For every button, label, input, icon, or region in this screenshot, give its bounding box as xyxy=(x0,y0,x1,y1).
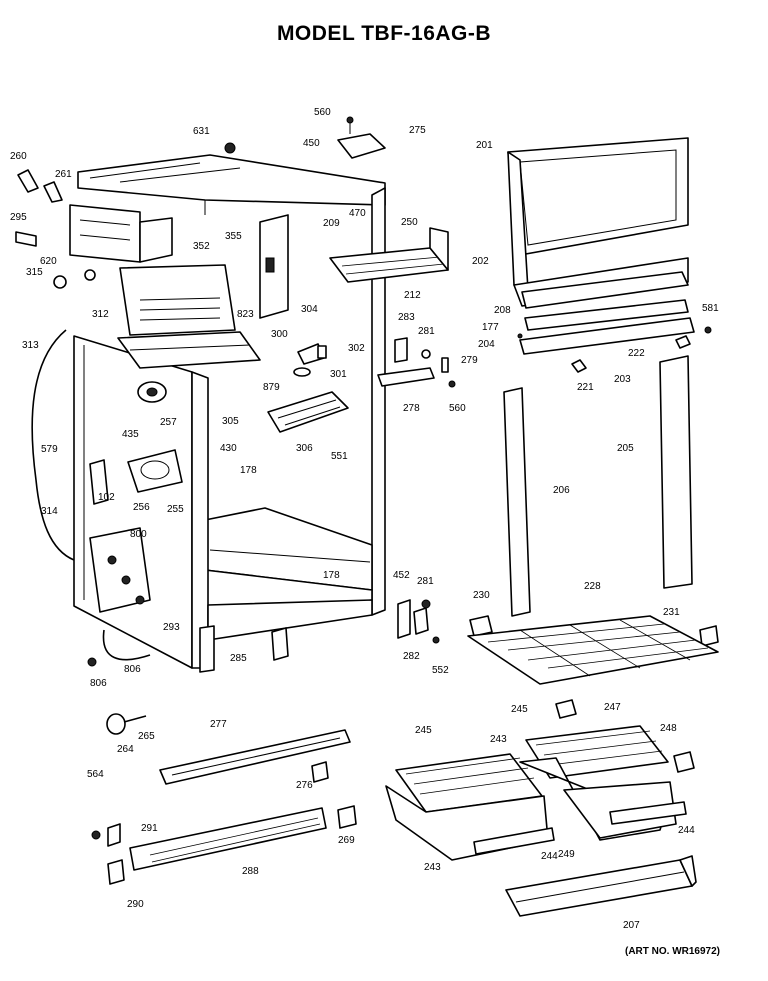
part-callout-551: 551 xyxy=(331,451,348,462)
part-callout-304: 304 xyxy=(301,304,318,315)
part-callout-560: 560 xyxy=(449,403,466,414)
part-callout-285: 285 xyxy=(230,653,247,664)
part-callout-823: 823 xyxy=(237,309,254,320)
part-callout-306: 306 xyxy=(296,443,313,454)
part-callout-288: 288 xyxy=(242,866,259,877)
part-callout-249: 249 xyxy=(558,849,575,860)
part-callout-207: 207 xyxy=(623,920,640,931)
part-callout-202: 202 xyxy=(472,256,489,267)
top-hardware xyxy=(15,116,386,289)
art-number: (ART NO. WR16972) xyxy=(624,946,720,957)
callout-labels: 560 631 450 275 201 260 261 295 470 209 250 355 352 6… xyxy=(10,107,719,931)
part-callout-581: 581 xyxy=(702,303,719,314)
part-callout-244: 244 xyxy=(541,851,558,862)
part-callout-290: 290 xyxy=(127,899,144,910)
part-callout-879: 879 xyxy=(263,382,280,393)
part-callout-178: 178 xyxy=(323,570,340,581)
part-callout-281: 281 xyxy=(418,326,435,337)
part-callout-178: 178 xyxy=(240,465,257,476)
part-callout-212: 212 xyxy=(404,290,421,301)
part-callout-312: 312 xyxy=(92,309,109,320)
part-callout-250: 250 xyxy=(401,217,418,228)
part-callout-257: 257 xyxy=(160,417,177,428)
part-callout-276: 276 xyxy=(296,780,313,791)
part-callout-279: 279 xyxy=(461,355,478,366)
part-callout-247: 247 xyxy=(604,702,621,713)
part-callout-470: 470 xyxy=(349,208,366,219)
part-callout-806: 806 xyxy=(90,678,107,689)
door-trims xyxy=(517,299,712,373)
part-callout-203: 203 xyxy=(614,374,631,385)
part-callout-277: 277 xyxy=(210,719,227,730)
refrigerator-cabinet xyxy=(31,154,386,669)
part-callout-293: 293 xyxy=(163,622,180,633)
part-callout-281: 281 xyxy=(417,576,434,587)
part-callout-244: 244 xyxy=(678,825,695,836)
part-callout-435: 435 xyxy=(122,429,139,440)
door-bin xyxy=(505,855,697,917)
part-callout-231: 231 xyxy=(663,607,680,618)
part-callout-430: 430 xyxy=(220,443,237,454)
hinge-hardware xyxy=(199,337,719,673)
part-callout-269: 269 xyxy=(338,835,355,846)
part-callout-204: 204 xyxy=(478,339,495,350)
part-callout-201: 201 xyxy=(476,140,493,151)
part-callout-261: 261 xyxy=(55,169,72,180)
part-callout-800: 800 xyxy=(130,529,147,540)
part-callout-275: 275 xyxy=(409,125,426,136)
crisper-drawers xyxy=(385,699,695,861)
part-callout-283: 283 xyxy=(398,312,415,323)
part-callout-450: 450 xyxy=(303,138,320,149)
part-callout-208: 208 xyxy=(494,305,511,316)
part-callout-560: 560 xyxy=(314,107,331,118)
part-callout-230: 230 xyxy=(473,590,490,601)
part-callout-806: 806 xyxy=(124,664,141,675)
fresh-food-door-strips xyxy=(503,355,693,617)
part-callout-228: 228 xyxy=(584,581,601,592)
part-callout-278: 278 xyxy=(403,403,420,414)
part-callout-314: 314 xyxy=(41,506,58,517)
part-callout-315: 315 xyxy=(26,267,43,278)
part-callout-552: 552 xyxy=(432,665,449,676)
part-callout-352: 352 xyxy=(193,241,210,252)
part-callout-243: 243 xyxy=(490,734,507,745)
part-callout-222: 222 xyxy=(628,348,645,359)
model-title: MODEL TBF-16AG-B xyxy=(276,22,492,45)
part-callout-256: 256 xyxy=(133,502,150,513)
part-callout-355: 355 xyxy=(225,231,242,242)
fresh-food-wire-shelf xyxy=(467,615,719,685)
part-callout-255: 255 xyxy=(167,504,184,515)
part-callout-177: 177 xyxy=(482,322,499,333)
freezer-door xyxy=(507,137,689,309)
part-callout-265: 265 xyxy=(138,731,155,742)
part-callout-313: 313 xyxy=(22,340,39,351)
lower-hardware xyxy=(91,713,357,885)
part-callout-102: 102 xyxy=(98,492,115,503)
part-callout-291: 291 xyxy=(141,823,158,834)
part-callout-295: 295 xyxy=(10,212,27,223)
part-callout-209: 209 xyxy=(323,218,340,229)
part-callout-205: 205 xyxy=(617,443,634,454)
part-callout-564: 564 xyxy=(87,769,104,780)
part-callout-245: 245 xyxy=(511,704,528,715)
part-callout-248: 248 xyxy=(660,723,677,734)
part-callout-260: 260 xyxy=(10,151,27,162)
part-callout-302: 302 xyxy=(348,343,365,354)
part-callout-245: 245 xyxy=(415,725,432,736)
part-callout-620: 620 xyxy=(40,256,57,267)
part-callout-206: 206 xyxy=(553,485,570,496)
part-callout-300: 300 xyxy=(271,329,288,340)
part-callout-221: 221 xyxy=(577,382,594,393)
part-callout-579: 579 xyxy=(41,444,58,455)
part-callout-301: 301 xyxy=(330,369,347,380)
part-callout-631: 631 xyxy=(193,126,210,137)
part-callout-452: 452 xyxy=(393,570,410,581)
part-callout-243: 243 xyxy=(424,862,441,873)
freezer-wire-shelf xyxy=(329,227,449,283)
part-callout-264: 264 xyxy=(117,744,134,755)
part-callout-282: 282 xyxy=(403,651,420,662)
part-callout-305: 305 xyxy=(222,416,239,427)
